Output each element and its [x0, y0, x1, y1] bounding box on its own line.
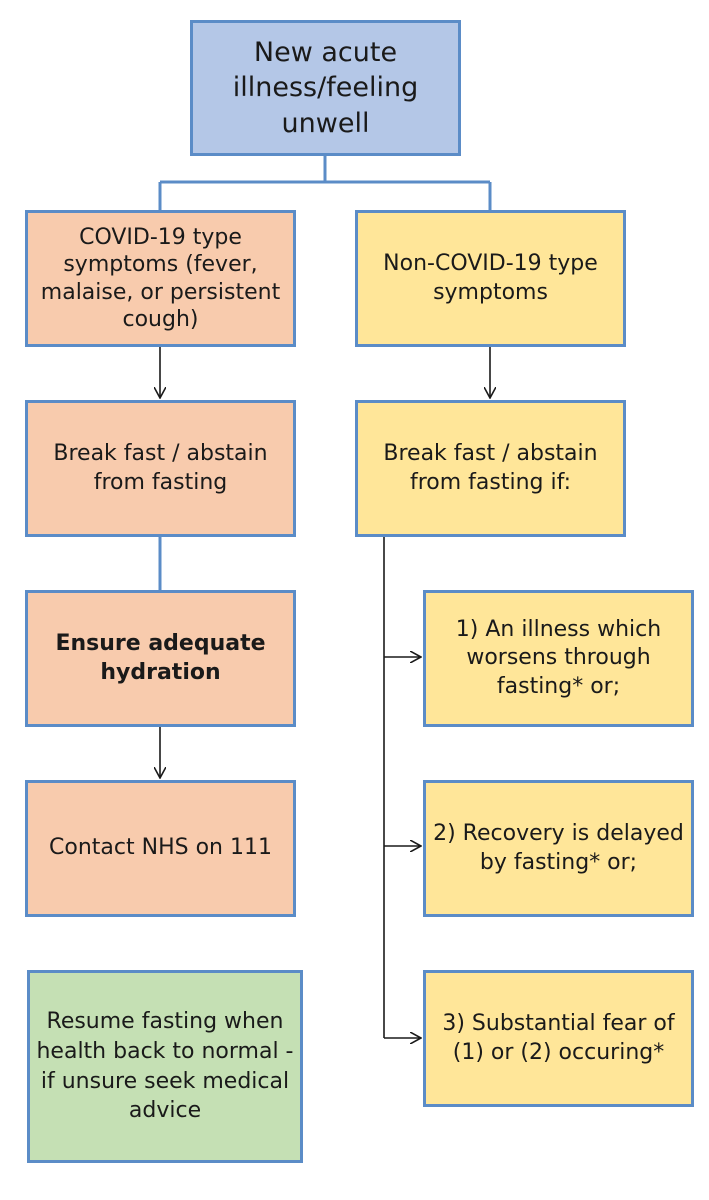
root-box: New acute illness/feeling unwell: [190, 20, 461, 156]
non-covid-symptoms-text: Non-COVID-19 type symptoms: [383, 250, 598, 305]
root-split-connector: [158, 155, 492, 212]
condition-3-text: 3) Substantial fear of (1) or (2) occuri…: [442, 1010, 675, 1065]
condition-3-box: 3) Substantial fear of (1) or (2) occuri…: [423, 970, 694, 1107]
condition-2-text: 2) Recovery is delayed by fasting* or;: [433, 820, 684, 875]
resume-fasting-box: Resume fasting when health back to norma…: [27, 970, 303, 1163]
hydration-box: Ensure adequate hydration: [25, 590, 296, 727]
root-text: New acute illness/feeling unwell: [232, 37, 419, 139]
condition-1-box: 1) An illness which worsens through fast…: [423, 590, 694, 727]
contact-nhs-box: Contact NHS on 111: [25, 780, 296, 917]
contact-nhs-text: Contact NHS on 111: [49, 835, 272, 861]
condition-1-text: 1) An illness which worsens through fast…: [455, 616, 662, 699]
break-fast-if-text: Break fast / abstain from fasting if:: [383, 440, 598, 495]
break-fast-if-box: Break fast / abstain from fasting if:: [355, 400, 626, 537]
resume-fasting-text: Resume fasting when health back to norma…: [36, 1009, 294, 1124]
hydration-text: Ensure adequate hydration: [55, 630, 266, 685]
break-fast-covid-text: Break fast / abstain from fasting: [53, 440, 268, 495]
covid-symptoms-box: COVID-19 type symptoms (fever, malaise, …: [25, 210, 296, 347]
non-covid-symptoms-box: Non-COVID-19 type symptoms: [355, 210, 626, 347]
condition-2-box: 2) Recovery is delayed by fasting* or;: [423, 780, 694, 917]
break-fast-covid-box: Break fast / abstain from fasting: [25, 400, 296, 537]
covid-symptoms-text: COVID-19 type symptoms (fever, malaise, …: [40, 224, 281, 333]
